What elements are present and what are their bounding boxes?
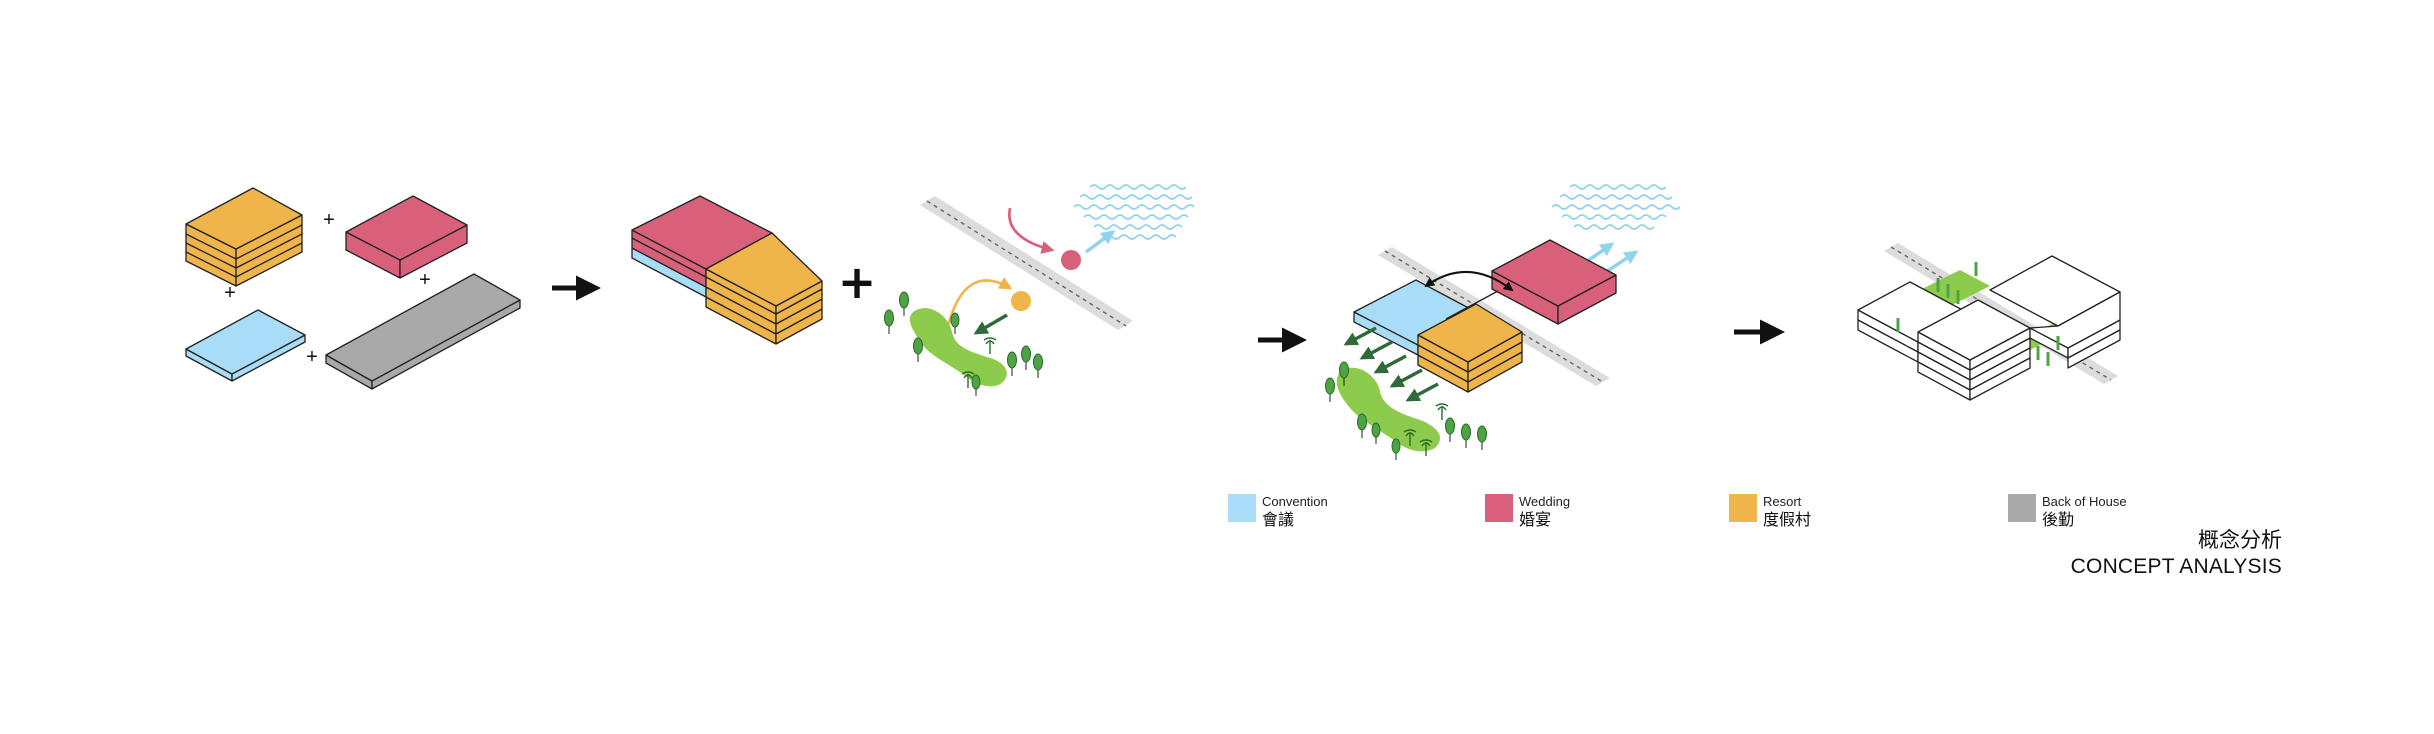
legend-swatch <box>2008 494 2036 522</box>
stage-site-context <box>884 184 1195 396</box>
wedding-node <box>1061 250 1081 270</box>
stage-program-blocks: + + + + <box>185 187 521 390</box>
trees <box>884 291 1043 396</box>
resort-block <box>185 187 303 287</box>
plus-sign: + <box>838 255 877 309</box>
trees <box>1325 361 1487 460</box>
green-park <box>909 308 1007 387</box>
legend-item-resort: Resort 度假村 <box>1729 494 1811 528</box>
caption-title-zh: 概念分析 <box>2198 528 2282 552</box>
legend-swatch <box>1485 494 1513 522</box>
legend-label-en: Convention <box>1262 494 1328 509</box>
sea-waves <box>1073 184 1195 240</box>
legend-label-en: Back of House <box>2042 494 2127 509</box>
legend-swatch <box>1729 494 1757 522</box>
trees <box>1896 262 2060 366</box>
legend-label-zh: 婚宴 <box>1519 510 1552 529</box>
green-flow-arrows <box>1343 326 1439 402</box>
convention-block <box>185 309 306 382</box>
diagram-caption: 概念分析 CONCEPT ANALYSIS <box>2071 528 2282 582</box>
legend-item-back-of-house: Back of House 後勤 <box>2008 494 2127 528</box>
green-park <box>1336 367 1441 452</box>
legend-label-zh: 後勤 <box>2042 510 2075 529</box>
back-of-house-block <box>325 273 521 390</box>
plus-sign: + <box>224 282 236 304</box>
legend-item-convention: Convention 會議 <box>1228 494 1328 528</box>
resort-node <box>1011 291 1031 311</box>
plus-sign: + <box>323 209 335 231</box>
stage-program-on-site <box>1325 184 1681 460</box>
legend-item-wedding: Wedding 婚宴 <box>1485 494 1570 528</box>
legend-label-en: Resort <box>1763 494 1802 509</box>
legend-label-en: Wedding <box>1519 494 1571 509</box>
plus-sign: + <box>306 346 318 368</box>
sea-waves <box>1551 184 1681 230</box>
plus-sign: + <box>419 269 431 291</box>
stage-final-massing <box>1857 243 2121 401</box>
legend-label-zh: 會議 <box>1262 510 1295 529</box>
palm-trees <box>961 337 997 388</box>
wedding-block <box>345 195 468 279</box>
legend-swatch <box>1228 494 1256 522</box>
palm-trees <box>1403 403 1449 456</box>
road <box>920 196 1133 330</box>
caption-title-en: CONCEPT ANALYSIS <box>2070 555 2282 579</box>
legend-label-zh: 度假村 <box>1763 510 1812 529</box>
stage-combined-stack <box>631 195 823 345</box>
